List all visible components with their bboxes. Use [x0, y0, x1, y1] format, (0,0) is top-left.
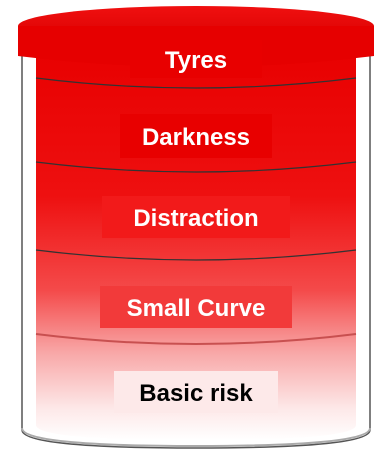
layer-separator-4 [35, 333, 357, 345]
layer-separator-1 [35, 77, 357, 89]
layer-separator-3 [35, 249, 357, 261]
layer-label-tyres: Tyres [165, 47, 227, 74]
label-box-darkness [120, 114, 272, 158]
layer-label-small-curve: Small Curve [127, 295, 266, 322]
layer-label-basic-risk: Basic risk [139, 380, 253, 407]
cylinder-outer-body [21, 40, 371, 449]
layer-label-distraction: Distraction [133, 205, 258, 232]
layer-label-darkness: Darkness [142, 124, 250, 151]
label-box-distraction [102, 196, 290, 238]
label-box-small-curve [100, 286, 292, 328]
cylinder-bottom-rim [21, 427, 371, 448]
label-box-basic-risk [114, 371, 278, 413]
layer-separator-2 [35, 161, 357, 173]
label-box-tyres [130, 40, 262, 78]
